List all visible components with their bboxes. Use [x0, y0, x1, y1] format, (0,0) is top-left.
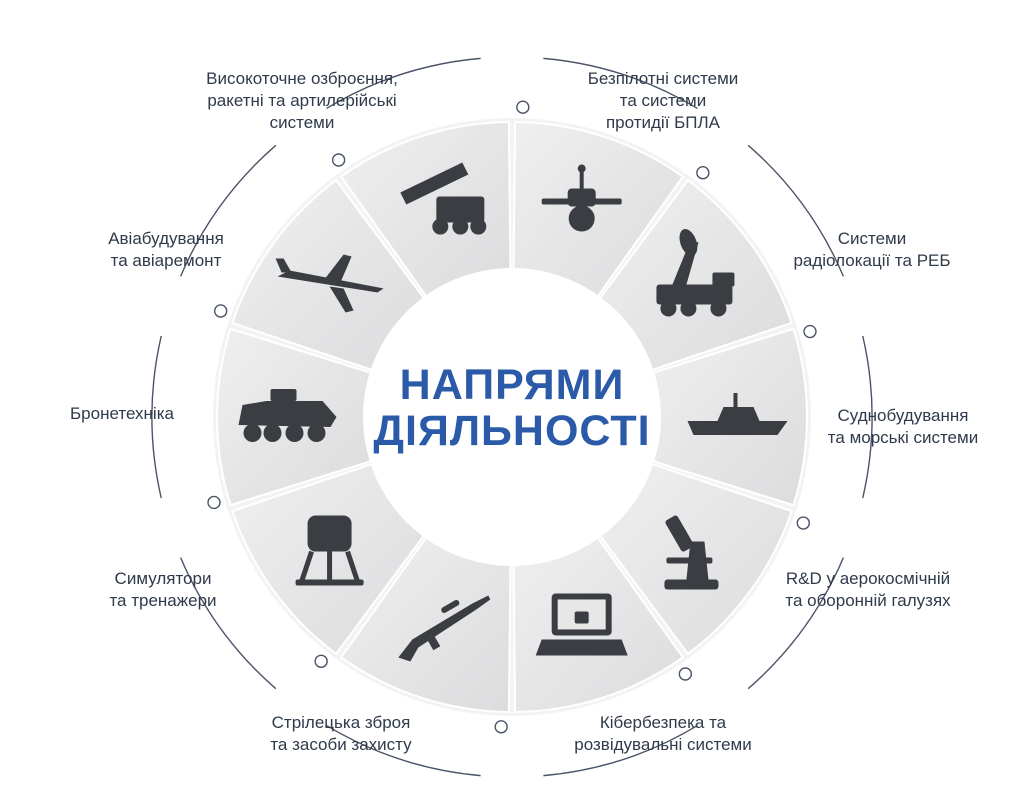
orbit-arc [179, 144, 277, 277]
direction-label: Кібербезпека та розвідувальні системи [574, 713, 752, 754]
orbit-arc [326, 724, 481, 777]
direction-marker [213, 304, 228, 318]
diagram-title: НАПРЯМИ ДІЯЛЬНОСТІ [373, 361, 651, 455]
rifle-icon [398, 595, 491, 662]
orbit-arc [543, 57, 698, 110]
direction-label: R&D у аерокосмічній та оборонній галузях [785, 569, 951, 610]
simulator-icon [295, 515, 364, 586]
direction-label: Симулятори та тренажери [109, 569, 217, 610]
armored-vehicle-icon [238, 389, 337, 442]
boat-icon [687, 393, 788, 435]
orbit-arc [862, 335, 873, 499]
airplane-icon [275, 254, 384, 313]
secure-laptop-icon [535, 593, 628, 656]
direction-marker [516, 100, 530, 114]
direction-label: Бронетехніка [70, 404, 174, 423]
direction-marker [696, 166, 710, 180]
direction-label: Стрілецька зброя та засоби захисту [270, 713, 412, 754]
orbit-arc [326, 57, 481, 110]
direction-marker [494, 720, 508, 734]
direction-label: Авіабудування та авіаремонт [108, 229, 224, 270]
direction-marker [314, 654, 328, 668]
direction-marker [331, 153, 346, 167]
direction-marker [207, 495, 221, 510]
direction-label: Системи радіолокації та РЕБ [793, 229, 951, 270]
icon-layer [238, 162, 788, 662]
orbit-arc [747, 144, 845, 277]
center-circle [364, 269, 660, 565]
orbit-arc [747, 557, 845, 690]
direction-marker [803, 324, 817, 339]
orbit-arc [179, 557, 277, 690]
direction-label: Суднобудування та морські системи [827, 406, 979, 447]
drone-icon [541, 164, 622, 232]
orbit-arc [543, 724, 698, 777]
direction-marker [796, 516, 811, 530]
direction-label: Безпілотні системи та системи протидії Б… [587, 69, 739, 132]
marker-layer [207, 100, 817, 734]
direction-label: Високоточне озброєння, ракетні та артиле… [206, 69, 398, 132]
orbit-arc [151, 335, 162, 499]
microscope-icon [664, 515, 719, 590]
direction-marker [678, 667, 693, 681]
outer-orbit-line [151, 57, 873, 777]
rocket-launcher-icon [400, 162, 487, 235]
radar-truck-icon [656, 229, 735, 317]
